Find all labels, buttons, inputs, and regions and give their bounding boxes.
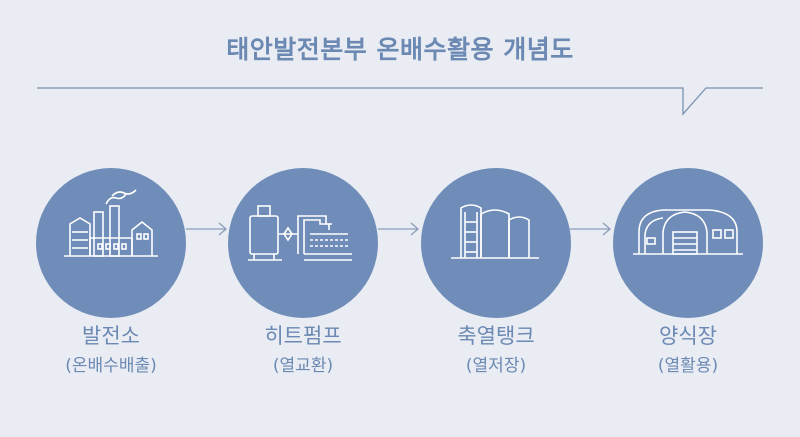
power-plant-icon <box>64 189 158 257</box>
heat-pump-icon <box>248 205 352 261</box>
flow-arrow-3 <box>570 222 611 236</box>
step-label-storage-tank: 축열탱크 <box>457 324 535 348</box>
step-sub-storage-tank: (열저장) <box>465 356 527 376</box>
flow-arrow-1 <box>186 222 227 236</box>
step-sub-heat-pump: (열교환) <box>272 356 334 376</box>
step-label-fish-farm: 양식장 <box>659 324 717 348</box>
page-title: 태안발전본부 온배수활용 개념도 <box>226 35 574 64</box>
storage-tank-icon <box>451 204 539 259</box>
step-circle-heat-pump <box>228 168 378 318</box>
step-label-power-plant: 발전소 <box>82 324 140 348</box>
step-circle-fish-farm <box>613 168 763 318</box>
title-divider <box>37 87 763 116</box>
step-label-heat-pump: 히트펌프 <box>264 324 342 348</box>
step-circle-storage-tank <box>421 168 571 318</box>
fish-farm-icon <box>633 209 743 255</box>
flow-arrow-2 <box>378 222 419 236</box>
step-sub-fish-farm: (열활용) <box>657 356 719 376</box>
step-circle-power-plant <box>36 168 186 318</box>
step-sub-power-plant: (온배수배출) <box>65 356 157 376</box>
